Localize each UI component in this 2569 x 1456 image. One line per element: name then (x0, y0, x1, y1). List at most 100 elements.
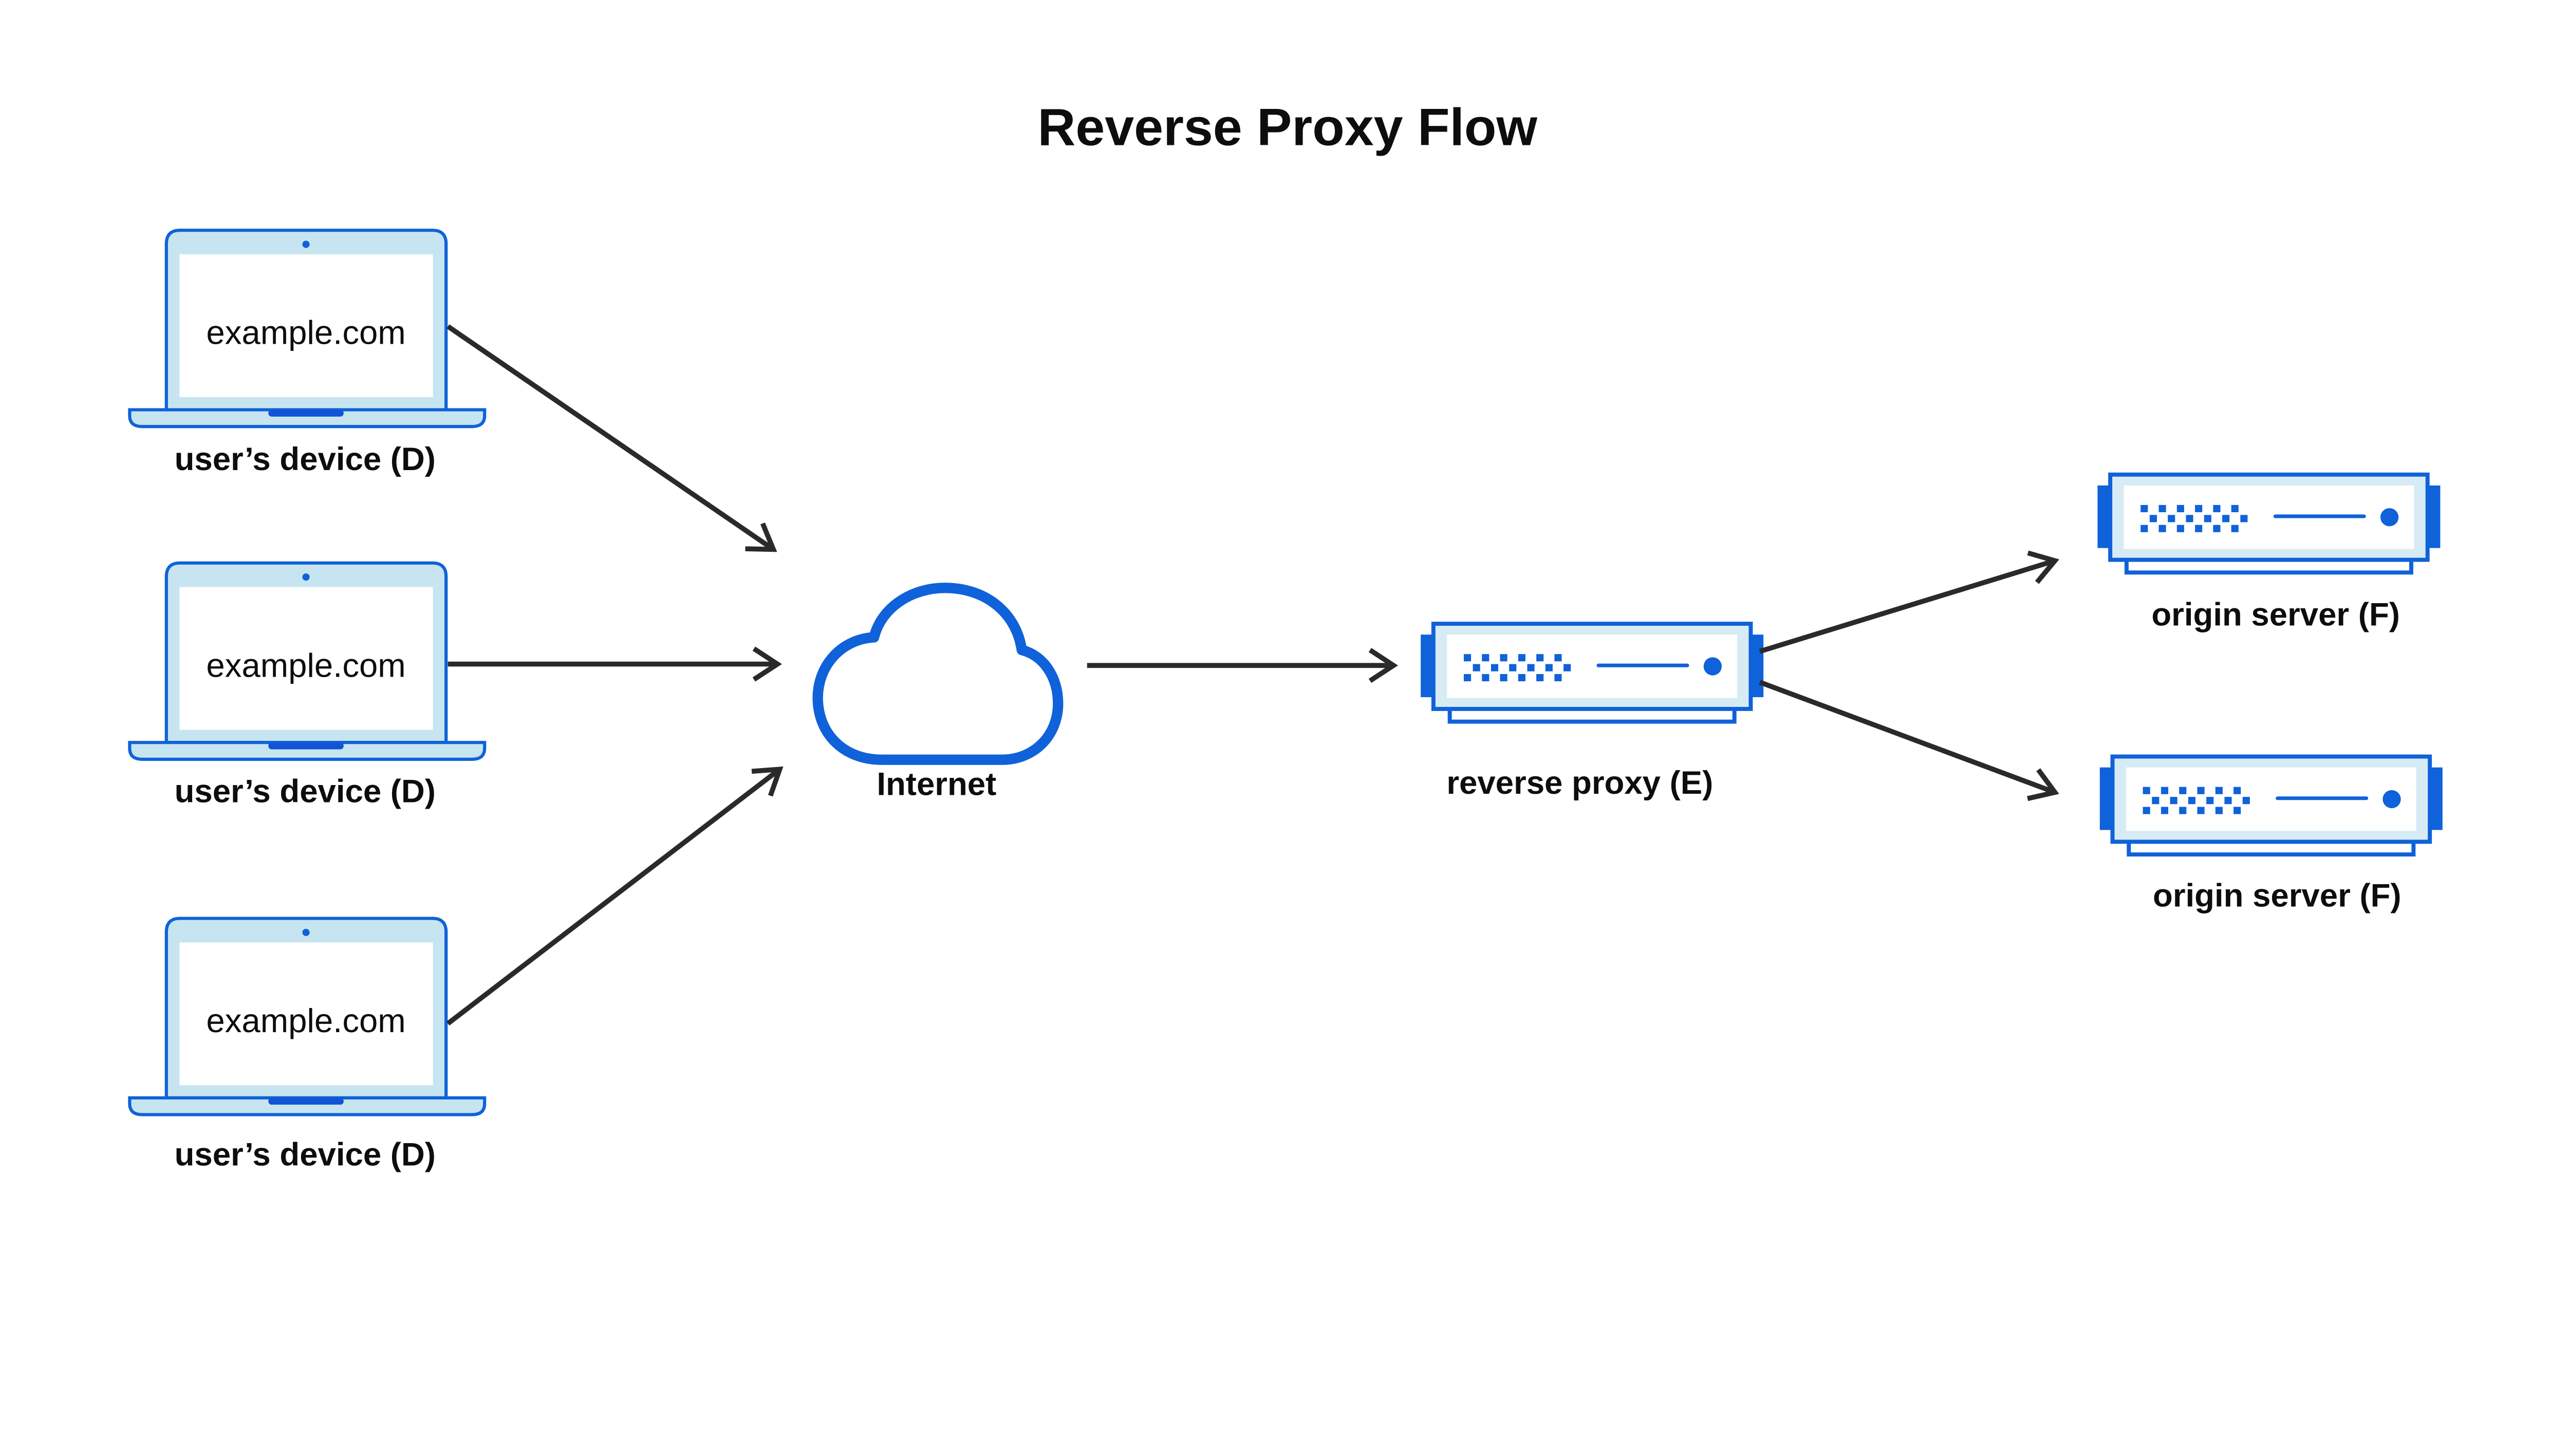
user-device-2-label: user’s device (D) (175, 773, 436, 810)
server-led-dot (2382, 790, 2401, 809)
server-faceplate (2124, 485, 2414, 549)
vent-square (2140, 525, 2148, 532)
vent-square (1491, 664, 1499, 671)
vent-square (1463, 674, 1472, 682)
arrowhead-icon (752, 646, 783, 682)
vent-square (2186, 515, 2193, 522)
server-left-tab (2099, 767, 2113, 830)
vent-square (1463, 654, 1472, 662)
arrowhead-icon (1368, 648, 1399, 683)
arrow-device3-to-internet (446, 766, 784, 1026)
vent-square (2240, 515, 2248, 522)
laptop-screen (179, 254, 433, 397)
user-device-2: example.com (128, 561, 487, 761)
vent-square (1473, 664, 1480, 671)
vent-square (1554, 654, 1562, 662)
vent-square (2204, 515, 2211, 522)
server-status-line (1596, 663, 1689, 667)
internet-cloud-label: Internet (877, 766, 996, 802)
arrowhead-icon (2027, 768, 2059, 801)
vent-square (2188, 797, 2195, 805)
laptop-screen (179, 587, 433, 730)
vent-square (2233, 787, 2241, 794)
laptop-base (128, 1096, 487, 1116)
vent-square (1500, 674, 1507, 682)
vent-square (1536, 654, 1544, 662)
arrow-shaft (1759, 680, 2056, 795)
arrow-device1-to-internet (446, 324, 777, 552)
user-device-1-label: user’s device (D) (175, 441, 436, 477)
server-right-tab (2430, 767, 2443, 830)
server-status-line (2276, 796, 2369, 800)
vent-square (2168, 515, 2175, 522)
vent-square (2176, 505, 2184, 512)
vent-square (2161, 807, 2169, 814)
vent-square (2158, 525, 2166, 532)
vent-square (1536, 674, 1544, 682)
server-faceplate (2126, 767, 2416, 831)
internet-cloud-icon (812, 583, 1064, 765)
arrowhead-icon (751, 766, 784, 797)
user-device-3: example.com (128, 917, 487, 1116)
vent-square (2143, 807, 2150, 814)
vent-square (1527, 664, 1535, 671)
vent-square (2152, 797, 2160, 805)
vent-square (1545, 664, 1553, 671)
laptop-camera-icon (302, 240, 310, 248)
vent-square (1518, 654, 1525, 662)
arrowhead-icon (745, 522, 777, 552)
user-device-3-label: user’s device (D) (175, 1136, 436, 1172)
arrow-proxy-to-origin2 (1759, 680, 2059, 801)
server-faceplate (1447, 634, 1737, 698)
laptop-hinge-notch (268, 742, 344, 750)
vent-square (2179, 807, 2187, 814)
vent-square (2195, 525, 2203, 532)
laptop-screen-url: example.com (206, 1002, 405, 1039)
arrow-shaft (1759, 558, 2056, 654)
origin-server-1-label: origin server (F) (2151, 596, 2400, 633)
vent-square (1482, 654, 1490, 662)
origin-server-2-label: origin server (F) (2153, 878, 2402, 914)
vent-square (1482, 674, 1490, 682)
vent-square (2224, 797, 2232, 805)
arrow-proxy-to-origin1 (1759, 550, 2059, 654)
arrow-shaft (446, 324, 775, 552)
vent-square (2213, 525, 2221, 532)
arrowhead-icon (2027, 550, 2059, 584)
reverse-proxy-flow-diagram: Reverse Proxy Flow example.com user’s devi… (128, 97, 2443, 1173)
laptop-screen (179, 942, 433, 1086)
vent-square (1500, 654, 1507, 662)
vent-square (2161, 787, 2169, 794)
vent-square (2242, 797, 2250, 805)
vent-square (2197, 807, 2205, 814)
server-left-tab (2097, 485, 2111, 548)
server-led-dot (2380, 508, 2399, 527)
laptop-screen-url: example.com (206, 314, 405, 351)
vent-square (2231, 505, 2239, 512)
diagram-title: Reverse Proxy Flow (1037, 97, 1537, 156)
laptop-base (128, 741, 487, 761)
server-vent-squares (2143, 787, 2250, 814)
reverse-proxy-label: reverse proxy (E) (1446, 764, 1713, 801)
laptop-camera-icon (302, 573, 310, 581)
server-right-tab (2427, 485, 2441, 548)
vent-square (2140, 505, 2148, 512)
vent-square (2195, 505, 2203, 512)
vent-square (2143, 787, 2150, 794)
server-vent-squares (1463, 654, 1571, 682)
arrow-device2-to-internet (448, 646, 783, 682)
server-status-line (2273, 514, 2366, 518)
laptop-camera-icon (302, 928, 310, 936)
arrow-internet-to-proxy (1087, 648, 1399, 683)
vent-square (2158, 505, 2166, 512)
origin-server-1-icon (2097, 472, 2441, 575)
vent-square (1518, 674, 1525, 682)
vent-square (1509, 664, 1517, 671)
vent-square (2215, 787, 2223, 794)
laptop-base (128, 408, 487, 428)
vent-square (1563, 664, 1571, 671)
vent-square (2213, 505, 2221, 512)
vent-square (2215, 807, 2223, 814)
vent-square (2222, 515, 2230, 522)
server-right-tab (1751, 634, 1764, 697)
